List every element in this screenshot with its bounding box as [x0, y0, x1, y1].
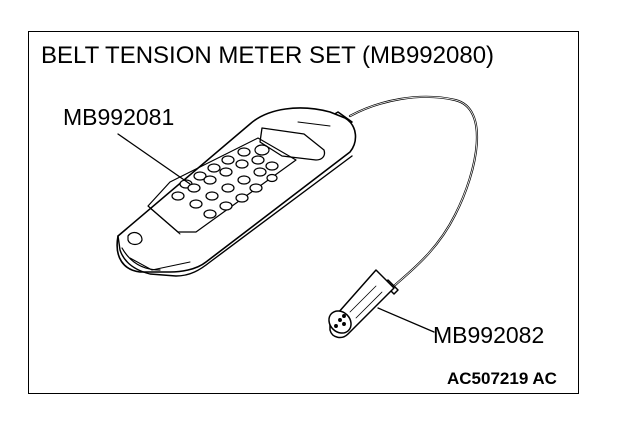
figure-frame	[28, 31, 579, 394]
keypad-panel	[147, 137, 297, 233]
figure-title: BELT TENSION METER SET (MB992080)	[41, 42, 495, 69]
meter-part-label: MB992081	[63, 104, 175, 130]
display-window	[259, 127, 326, 161]
sensor-cable	[348, 95, 479, 290]
sensor-part-label: MB992082	[433, 322, 545, 348]
tension-meter-body	[116, 107, 357, 277]
leader-line-meter	[117, 133, 191, 185]
leader-line-sensor	[377, 307, 435, 333]
sensor-probe	[328, 269, 399, 339]
keypad-buttons	[171, 144, 279, 219]
figure-code: AC507219 AC	[447, 369, 557, 388]
